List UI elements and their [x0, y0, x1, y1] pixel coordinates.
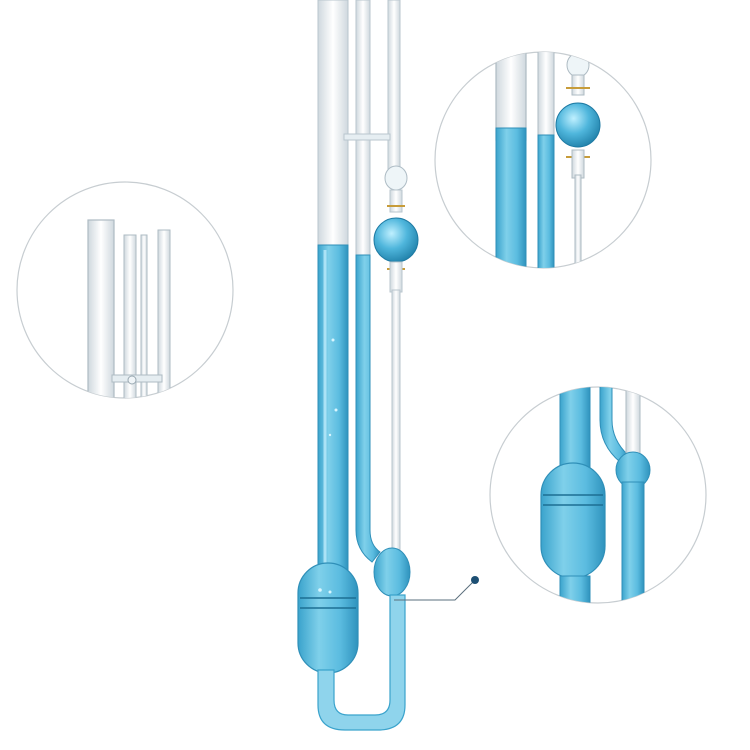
inset-top-three-tubes — [16, 181, 234, 399]
inset-top-right-bulb-detail — [434, 51, 652, 269]
callout-pointer — [394, 576, 479, 601]
viscometer-main — [297, 0, 419, 731]
inset-bottom-right-reservoir-detail — [489, 386, 707, 604]
